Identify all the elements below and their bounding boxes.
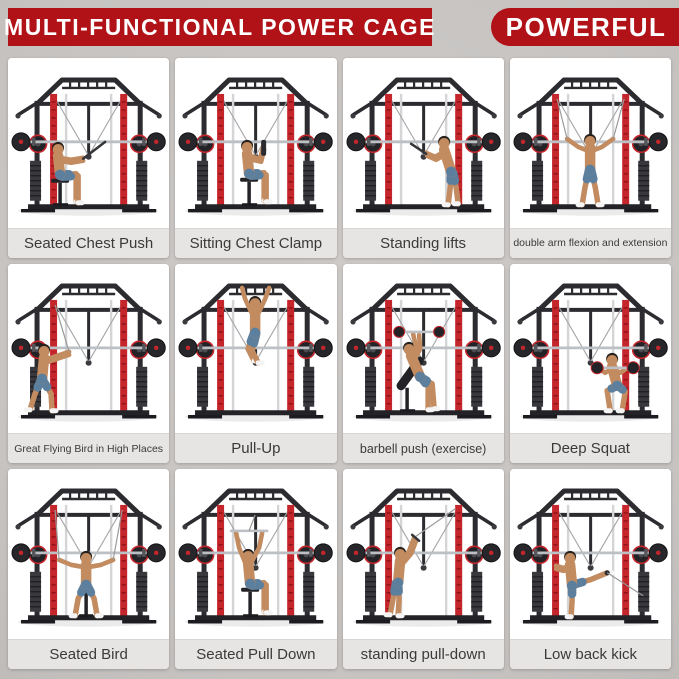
exercise-caption-label: double arm flexion and extension: [513, 237, 668, 250]
exercise-cell: standing pull-down: [342, 469, 504, 669]
exercise-illustration: [346, 77, 501, 216]
exercise-cell: Standing lifts: [342, 58, 504, 258]
exercise-illustration: [11, 77, 166, 216]
exercise-caption: Deep Squat: [509, 433, 671, 464]
power-cage-illustration: [178, 488, 333, 628]
athlete-figure: [52, 141, 86, 206]
exercise-caption-label: Standing lifts: [380, 234, 467, 252]
exercise-caption-label: Great Flying Bird in High Places: [14, 442, 164, 455]
exercise-photo-seated-press: [8, 58, 170, 228]
exercise-cell: Deep Squat: [509, 263, 671, 464]
exercise-illustration: [178, 77, 333, 216]
exercise-caption: Low back kick: [509, 639, 671, 669]
exercise-photo-standing-pulldown: [342, 469, 504, 639]
exercise-caption-label: Seated Chest Push: [23, 234, 154, 252]
exercise-caption-label: Deep Squat: [550, 440, 630, 458]
exercise-illustration: [178, 488, 333, 628]
exercise-illustration: [11, 283, 166, 422]
title-banner: MULTI-FUNCTIONAL POWER CAGE: [4, 8, 434, 46]
power-cage-illustration: [178, 283, 333, 422]
exercise-caption-label: barbell push (exercise): [359, 441, 487, 456]
power-cage-illustration: [11, 488, 166, 628]
exercise-caption-label: Low back kick: [543, 646, 638, 663]
exercise-photo-seated-bird: [8, 469, 170, 639]
exercise-caption: standing pull-down: [342, 639, 504, 669]
exercise-illustration: [513, 283, 668, 422]
powerful-badge: POWERFUL: [491, 8, 679, 46]
athlete-figure: [234, 530, 273, 616]
exercise-photo-pull-up: [175, 263, 337, 434]
exercise-cell: Seated Pull Down: [175, 469, 337, 669]
exercise-illustration: [513, 488, 668, 628]
exercise-cell: Seated Chest Push: [8, 58, 170, 258]
power-cage-illustration: [11, 283, 166, 422]
exercise-caption: Seated Pull Down: [175, 639, 337, 669]
athlete-figure: [596, 352, 629, 414]
power-cage-illustration: [346, 283, 501, 422]
exercise-cell: Low back kick: [509, 469, 671, 669]
exercise-photo-squat: [509, 263, 671, 434]
athlete-figure: [56, 551, 116, 619]
exercise-illustration: [513, 77, 668, 216]
power-cage-illustration: [178, 77, 333, 216]
athlete-figure: [553, 551, 615, 620]
exercise-caption: Seated Bird: [8, 639, 170, 669]
exercise-caption: Great Flying Bird in High Places: [8, 433, 170, 464]
exercise-caption: Pull-Up: [175, 433, 337, 464]
athlete-figure: [564, 133, 616, 208]
exercise-illustration: [346, 488, 501, 628]
exercise-grid: Seated Chest Push Sitting Chest Clamp Stan…: [8, 58, 671, 669]
powerful-badge-label: POWERFUL: [505, 11, 667, 42]
exercise-cell: Pull-Up: [175, 263, 337, 464]
exercise-cell: Great Flying Bird in High Places: [8, 263, 170, 464]
exercise-photo-back-kick: [509, 469, 671, 639]
power-cage-illustration: [513, 283, 668, 422]
exercise-photo-seated-fly: [175, 58, 337, 228]
athlete-figure: [23, 343, 72, 414]
athlete-figure: [423, 135, 461, 208]
exercise-caption: Seated Chest Push: [8, 227, 170, 258]
exercise-cell: barbell push (exercise): [342, 263, 504, 464]
header: MULTI-FUNCTIONAL POWER CAGE POWERFUL: [4, 8, 679, 46]
exercise-photo-seated-pulldown: [175, 469, 337, 639]
exercise-caption-label: Sitting Chest Clamp: [189, 234, 323, 252]
exercise-caption-label: Seated Pull Down: [196, 646, 316, 663]
athlete-figure: [383, 535, 418, 619]
power-cage-illustration: [513, 488, 668, 628]
exercise-caption: Standing lifts: [342, 227, 504, 258]
exercise-caption-label: Pull-Up: [231, 440, 281, 458]
power-cage-illustration: [513, 77, 668, 216]
athlete-figure: [240, 285, 272, 366]
exercise-caption: Sitting Chest Clamp: [175, 227, 337, 258]
exercise-illustration: [178, 283, 333, 422]
exercise-caption-label: standing pull-down: [360, 646, 486, 663]
exercise-photo-high-fly: [8, 263, 170, 434]
page-title: MULTI-FUNCTIONAL POWER CAGE: [4, 13, 436, 40]
exercise-caption: barbell push (exercise): [342, 433, 504, 464]
exercise-illustration: [11, 488, 166, 628]
exercise-caption-label: Seated Bird: [49, 646, 128, 663]
exercise-cell: double arm flexion and extension: [509, 58, 671, 258]
exercise-photo-incline-press: [342, 263, 504, 434]
power-cage-illustration: [346, 488, 501, 628]
exercise-photo-cable-cross: [509, 58, 671, 228]
power-cage-illustration: [346, 77, 501, 216]
exercise-cell: Seated Bird: [8, 469, 170, 669]
exercise-photo-standing-lift: [342, 58, 504, 228]
exercise-illustration: [346, 283, 501, 422]
power-cage-illustration: [11, 77, 166, 216]
exercise-caption: double arm flexion and extension: [509, 227, 671, 258]
athlete-figure: [402, 331, 441, 413]
athlete-figure: [241, 139, 273, 205]
exercise-cell: Sitting Chest Clamp: [175, 58, 337, 258]
